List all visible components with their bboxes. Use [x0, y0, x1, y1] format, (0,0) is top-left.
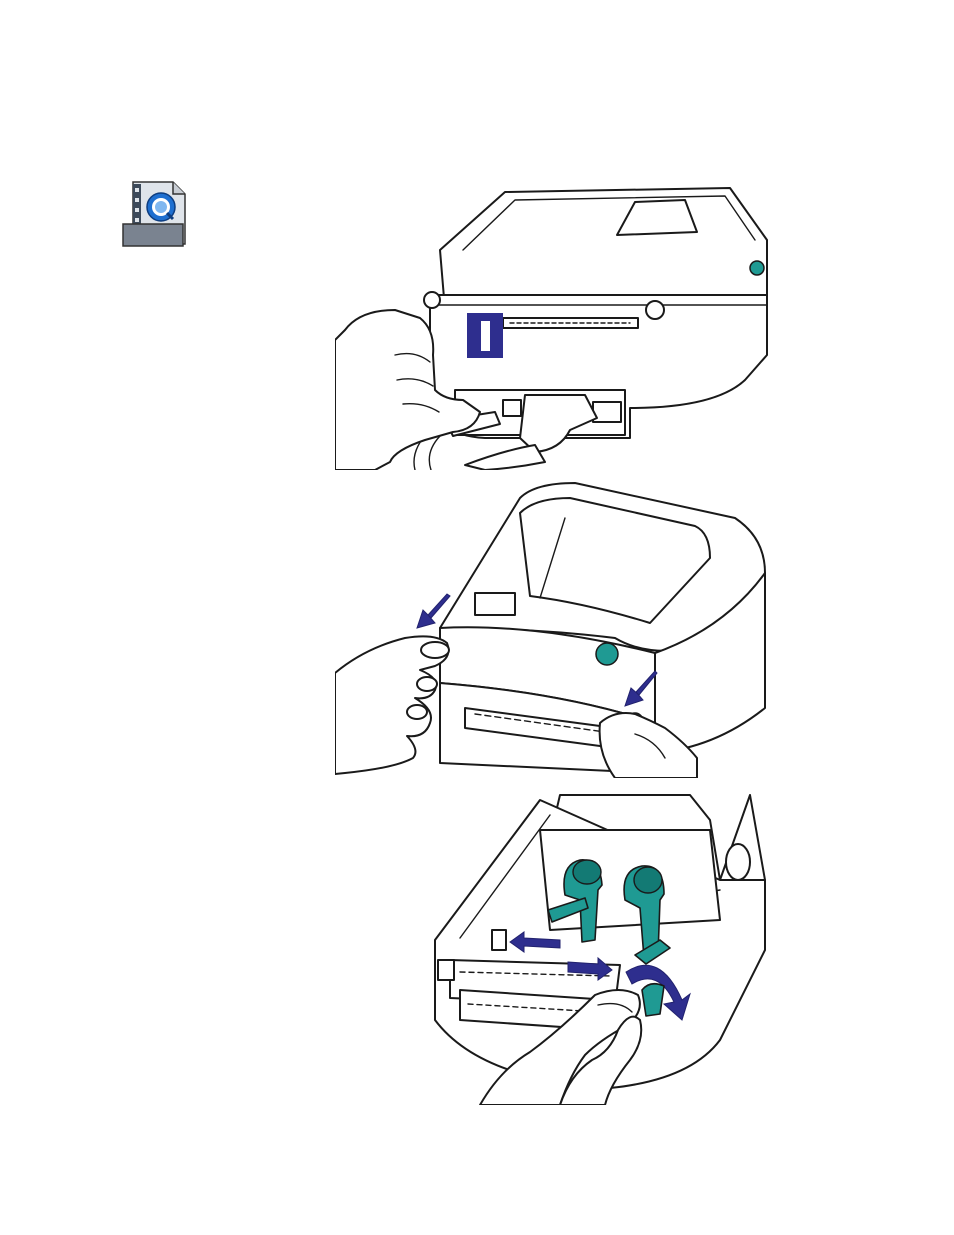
- printer-release-latches-figure: [335, 478, 775, 778]
- printer-rear-connections-figure: [335, 180, 775, 470]
- power-switch-badge: [467, 313, 503, 358]
- quicktime-movie-file-icon[interactable]: [121, 180, 197, 248]
- printer-open-media-guides-figure: [420, 790, 780, 1105]
- power-switch-on-symbol: [481, 321, 490, 351]
